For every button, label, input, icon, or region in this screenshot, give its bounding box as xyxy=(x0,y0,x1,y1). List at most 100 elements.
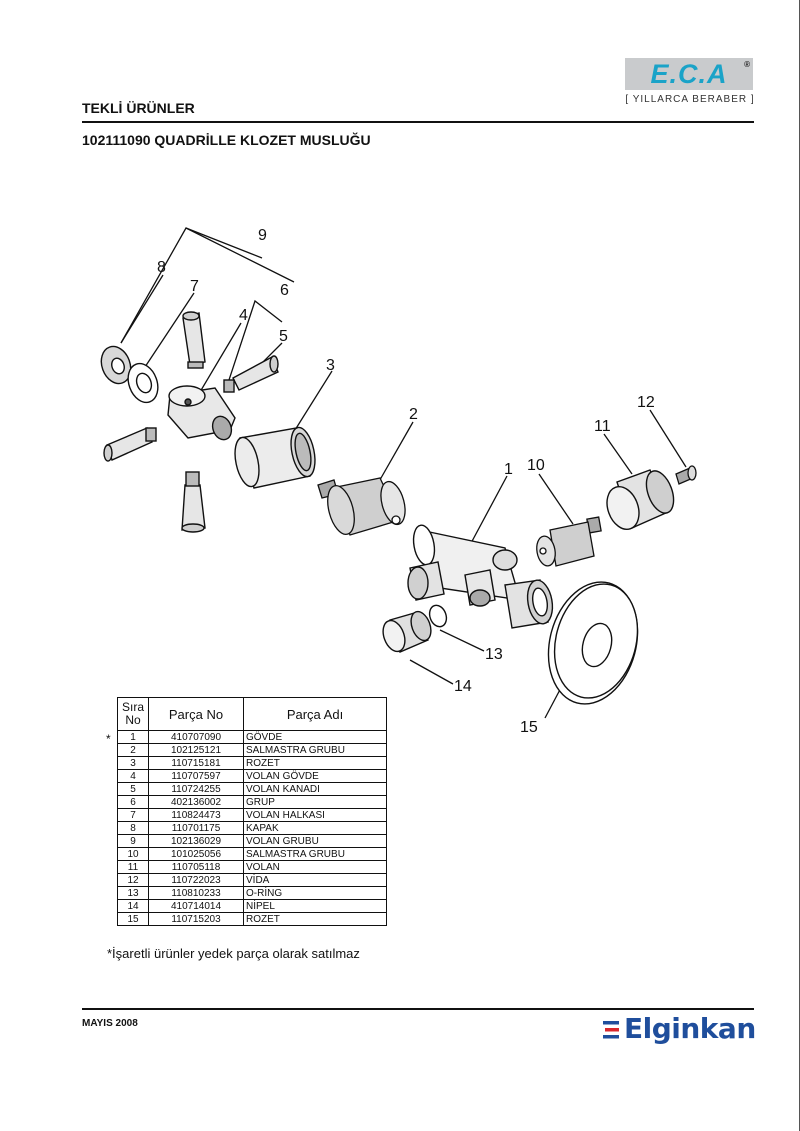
row-no: 4 xyxy=(117,769,149,783)
row-no: 3 xyxy=(117,756,149,770)
row-no: 10 xyxy=(117,847,149,861)
part-12-screw xyxy=(675,465,697,485)
row-no: 2 xyxy=(117,743,149,757)
row-part-no: 102136029 xyxy=(148,834,244,848)
row-no: 9 xyxy=(117,834,149,848)
part-5-handle-right xyxy=(223,355,279,393)
row-no: 5 xyxy=(117,782,149,796)
row-part-name: VOLAN KANADI xyxy=(243,782,387,796)
logo-tagline: [ YILLARCA BERABER ] xyxy=(625,94,755,105)
part-5-handle-left xyxy=(103,427,157,462)
part-5-handle-bottom xyxy=(181,471,206,533)
row-part-name: SALMASTRA GRUBU xyxy=(243,743,387,757)
callout-10: 10 xyxy=(527,457,545,474)
part-3-sleeve xyxy=(234,426,316,489)
leader-7 xyxy=(142,292,195,371)
row-no: 13 xyxy=(117,886,149,900)
callout-12: 12 xyxy=(637,394,655,411)
row-no: 15 xyxy=(117,912,149,926)
header-part-no: Parça No xyxy=(148,697,244,731)
row-part-name: VOLAN GÖVDE xyxy=(243,769,387,783)
part-15-rosette xyxy=(547,581,639,705)
row-part-no: 110722023 xyxy=(148,873,244,887)
part-14-nipple xyxy=(382,610,432,653)
row-no: 8 xyxy=(117,821,149,835)
row-no: 7 xyxy=(117,808,149,822)
row-no: 1 xyxy=(117,730,149,744)
row-part-name: VOLAN HALKASI xyxy=(243,808,387,822)
row-part-name: NİPEL xyxy=(243,899,387,913)
logo-registered-mark: ® xyxy=(744,60,750,69)
row-part-no: 110724255 xyxy=(148,782,244,796)
footnote: *İşaretli ürünler yedek parça olarak sat… xyxy=(107,946,360,961)
row-part-name: VOLAN xyxy=(243,860,387,874)
not-sold-marker: * xyxy=(106,732,111,746)
callout-7: 7 xyxy=(190,278,199,295)
row-part-no: 101025056 xyxy=(148,847,244,861)
callout-13: 13 xyxy=(485,646,503,663)
leader-4 xyxy=(196,322,242,398)
leader-13 xyxy=(439,629,485,652)
row-no: 14 xyxy=(117,899,149,913)
leader-14 xyxy=(409,659,454,685)
footer-divider xyxy=(82,1008,754,1010)
leader-1 xyxy=(469,475,508,546)
part-2-cartridge xyxy=(317,477,406,536)
header-part-name: Parça Adı xyxy=(243,697,387,731)
callout-2: 2 xyxy=(409,406,418,423)
section-title: TEKLİ ÜRÜNLER xyxy=(82,100,195,116)
row-part-name: SALMASTRA GRUBU xyxy=(243,847,387,861)
leader-9 xyxy=(120,227,295,344)
row-part-no: 110810233 xyxy=(148,886,244,900)
leader-3 xyxy=(289,370,333,439)
row-part-no: 110701175 xyxy=(148,821,244,835)
row-no: 6 xyxy=(117,795,149,809)
row-part-name: VOLAN GRUBU xyxy=(243,834,387,848)
elginkan-brand: Elginkan xyxy=(624,1012,756,1045)
product-title: 102111090 QUADRİLLE KLOZET MUSLUĞU xyxy=(82,132,371,148)
eca-logo: E.C.A ® xyxy=(625,58,753,90)
row-part-no: 110707597 xyxy=(148,769,244,783)
part-10-small-cartridge xyxy=(536,516,602,567)
callout-1: 1 xyxy=(504,461,513,478)
part-1-body xyxy=(407,524,554,629)
row-part-no: 110705118 xyxy=(148,860,244,874)
row-part-no: 410714014 xyxy=(148,899,244,913)
row-part-no: 102125121 xyxy=(148,743,244,757)
row-part-name: ROZET xyxy=(243,912,387,926)
leader-11 xyxy=(603,433,633,475)
row-part-name: ROZET xyxy=(243,756,387,770)
part-5-handle-vertical xyxy=(182,311,206,369)
callout-9: 9 xyxy=(258,227,267,244)
part-11-knob xyxy=(606,469,675,531)
publication-date: MAYIS 2008 xyxy=(82,1018,138,1029)
row-no: 11 xyxy=(117,860,149,874)
part-7-ring xyxy=(127,362,159,404)
leader-8 xyxy=(120,274,164,344)
row-part-no: 110715203 xyxy=(148,912,244,926)
callout-8: 8 xyxy=(157,259,166,276)
row-part-no: 410707090 xyxy=(148,730,244,744)
callout-11: 11 xyxy=(594,418,611,435)
part-13-o-ring xyxy=(428,604,448,628)
callout-15: 15 xyxy=(520,719,538,736)
row-part-no: 110715181 xyxy=(148,756,244,770)
leader-6 xyxy=(227,299,283,384)
row-part-name: GÖVDE xyxy=(243,730,387,744)
header-no: Sıra No xyxy=(117,697,149,731)
callout-5: 5 xyxy=(279,328,288,345)
callout-14: 14 xyxy=(454,678,472,695)
